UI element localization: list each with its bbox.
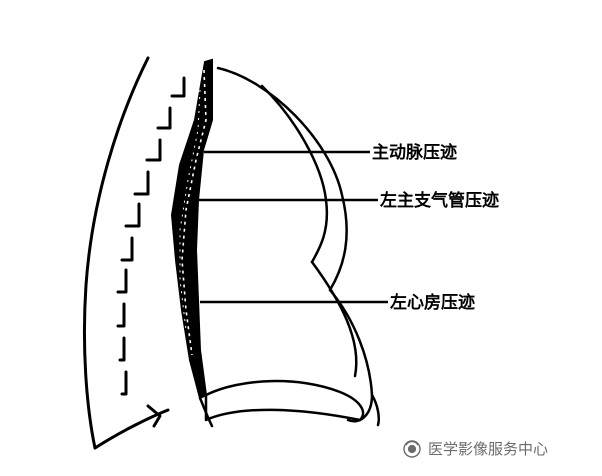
heart-outline	[198, 66, 380, 428]
vertebral-column	[116, 76, 186, 428]
esophagus	[170, 58, 213, 400]
leader-lines	[196, 150, 388, 304]
watermark: 医学影像服务中心	[403, 440, 548, 458]
left-atrium-impression-label: 左心房压迹	[390, 292, 475, 313]
chest-wall-outline	[82, 56, 170, 450]
left-bronchus-impression-label: 左主支气管压迹	[380, 190, 499, 211]
wechat-channel-icon	[403, 440, 421, 458]
aorta-impression-label: 主动脉压迹	[372, 142, 457, 163]
watermark-text: 医学影像服务中心	[428, 440, 548, 458]
